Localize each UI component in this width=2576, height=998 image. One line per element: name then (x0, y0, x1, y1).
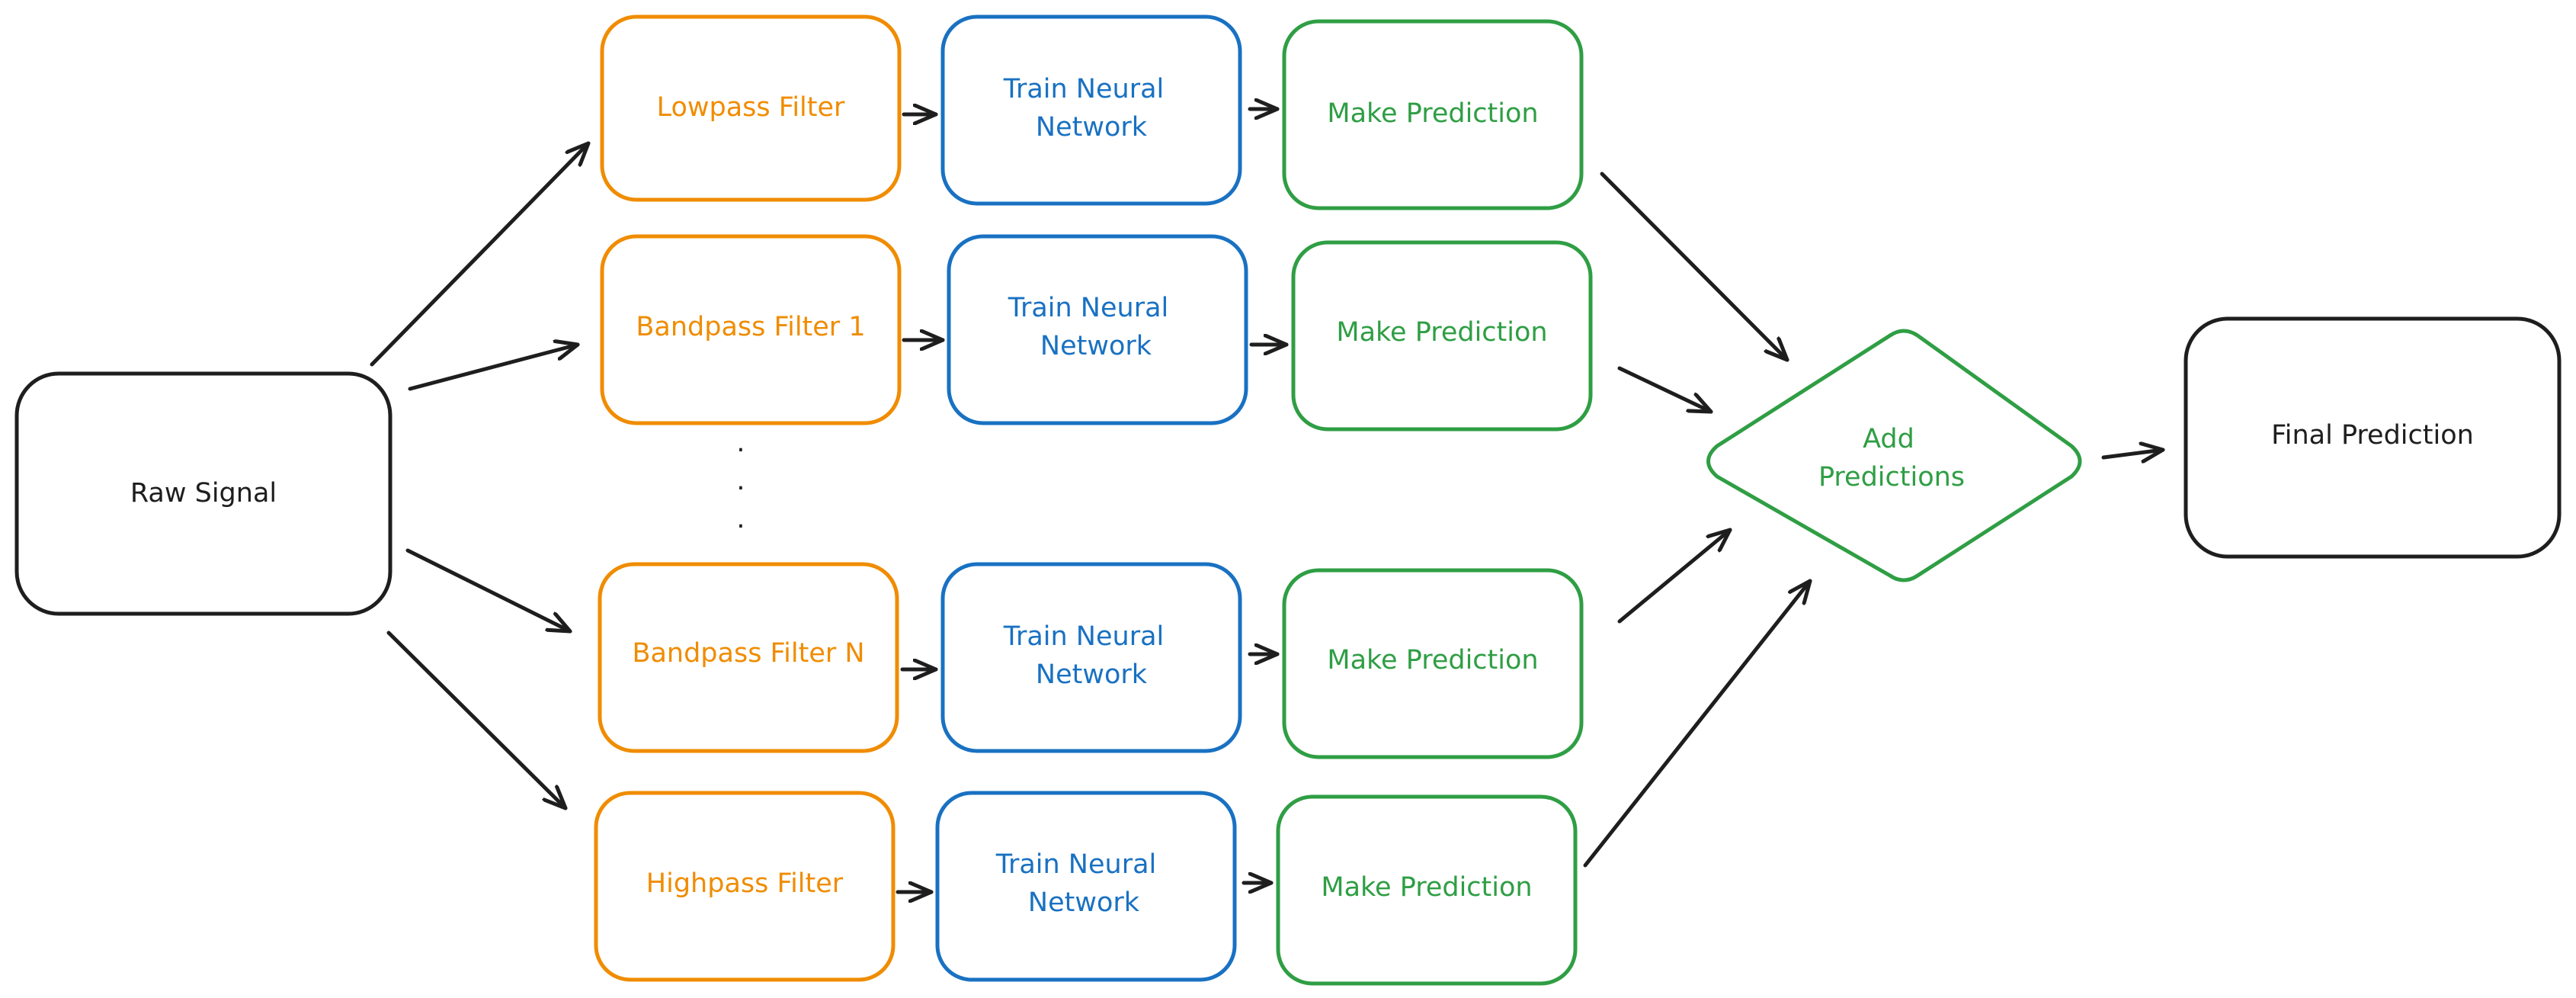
row-bandpass-n: Bandpass Filter N Train Neural Network M… (598, 562, 1584, 759)
arrow-prediction-to-combiner (1600, 172, 1789, 362)
network-label-line-1: Train Neural (1003, 74, 1165, 104)
network-label-line-2: Network (1040, 331, 1152, 361)
add-predictions-line-1: Add (1863, 424, 1914, 454)
arrow-prediction-to-combiner (1583, 579, 1812, 868)
prediction-box (1282, 19, 1584, 210)
network-label-line-1: Train Neural (1008, 293, 1169, 323)
add-predictions-diamond (1706, 329, 2082, 582)
filter-box (598, 562, 899, 753)
filter-label: Bandpass Filter 1 (636, 312, 865, 342)
network-label-line-1: Train Neural (1003, 621, 1165, 652)
prediction-label: Make Prediction (1336, 317, 1547, 348)
arrow-raw-to-lowpass (370, 141, 591, 367)
filter-label: Highpass Filter (646, 868, 844, 899)
add-predictions-node: Add Predictions (1706, 329, 2082, 582)
arrow-prediction-to-combiner (1617, 528, 1732, 624)
network-label-line-2: Network (1036, 112, 1148, 143)
raw-signal-label: Raw Signal (130, 478, 277, 509)
row-lowpass: Lowpass Filter Train Neural Network Make… (600, 14, 1584, 210)
ellipsis-dot: . (736, 504, 745, 534)
network-label-line-2: Network (1036, 659, 1148, 690)
network-box (935, 791, 1237, 982)
raw-signal-box (14, 371, 392, 616)
filter-box (600, 14, 902, 202)
final-prediction-node: Final Prediction (2184, 316, 2562, 559)
filter-box (600, 234, 902, 425)
arrow-raw-to-bandpass-1 (408, 345, 580, 391)
prediction-box (1276, 794, 1578, 986)
network-box (940, 14, 1242, 206)
arrow-combiner-to-final (2101, 450, 2165, 457)
prediction-label: Make Prediction (1321, 872, 1532, 903)
network-box (940, 562, 1242, 753)
ellipsis-dots: . . . (736, 428, 745, 534)
filter-box (594, 791, 896, 982)
add-predictions-line-2: Predictions (1818, 462, 1965, 493)
network-label-line-2: Network (1028, 887, 1140, 918)
network-box (947, 234, 1248, 425)
prediction-label: Make Prediction (1327, 645, 1538, 675)
filter-label: Lowpass Filter (657, 92, 845, 123)
filter-label: Bandpass Filter N (632, 638, 864, 669)
prediction-box (1291, 240, 1593, 432)
raw-signal-node: Raw Signal (14, 371, 392, 616)
row-highpass: Highpass Filter Train Neural Network Mak… (594, 791, 1578, 986)
network-label-line-1: Train Neural (995, 849, 1157, 880)
arrow-raw-to-highpass (386, 631, 568, 810)
ellipsis-dot: . (736, 428, 745, 458)
ellipsis-dot: . (736, 466, 745, 496)
arrow-prediction-to-combiner (1617, 366, 1713, 414)
prediction-label: Make Prediction (1327, 98, 1538, 129)
prediction-box (1282, 568, 1584, 759)
final-prediction-box (2184, 316, 2562, 559)
final-prediction-label: Final Prediction (2271, 420, 2474, 451)
row-bandpass-1: Bandpass Filter 1 Train Neural Network M… (600, 234, 1593, 432)
arrow-raw-to-bandpass-n (405, 548, 572, 634)
